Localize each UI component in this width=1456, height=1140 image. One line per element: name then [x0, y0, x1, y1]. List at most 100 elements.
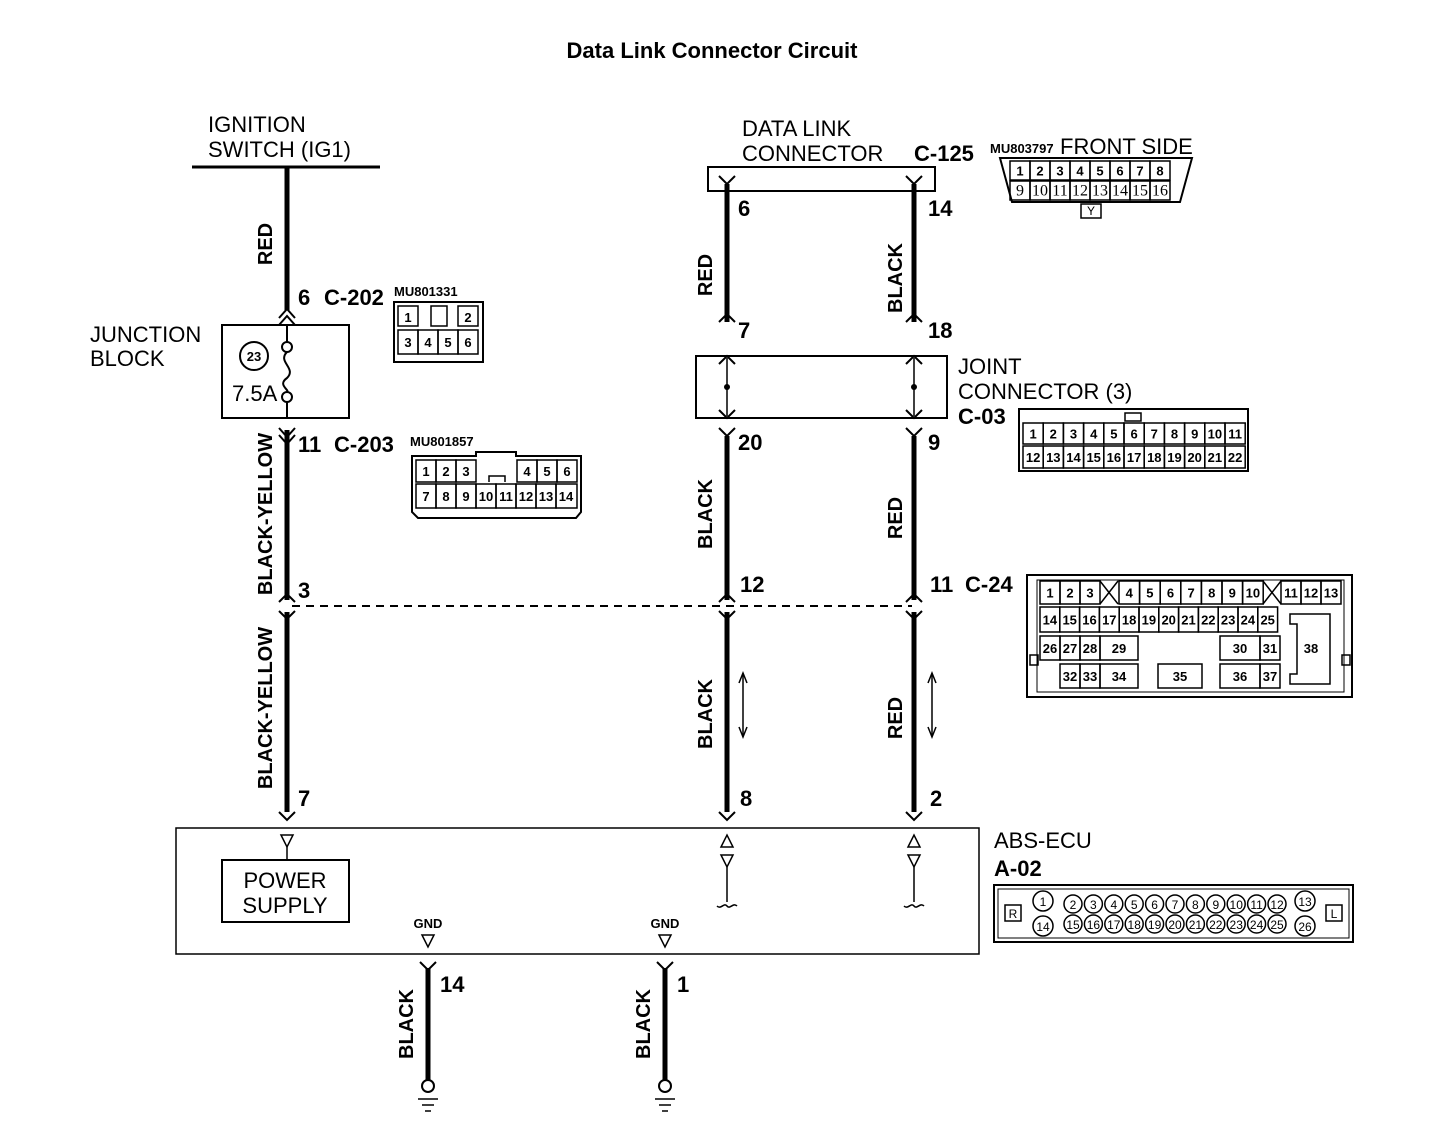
wire-label-right-bottom: RED [885, 697, 907, 739]
abs-pin-circle [1206, 894, 1226, 914]
wire-label-mid-middle: BLACK [695, 478, 717, 549]
mid-splice-pin: 12 [740, 572, 764, 597]
abs-left-tag: R [1009, 907, 1018, 921]
joint-cell: 1 [1029, 427, 1036, 442]
c203-cell: 6 [563, 464, 570, 479]
abs-pin: 20 [1168, 918, 1182, 932]
c24-id: C-24 [965, 572, 1013, 597]
c24-cell: 37 [1263, 669, 1277, 684]
c24-cell: 38 [1304, 641, 1318, 656]
c24-cell-box [1259, 663, 1281, 689]
c24-cell: 15 [1062, 613, 1076, 628]
c24-cell: 29 [1112, 641, 1126, 656]
abs-pin-circle [1083, 894, 1104, 914]
joint-cell: 3 [1070, 427, 1077, 442]
dlc-cell-box [1149, 180, 1171, 201]
power-supply-label-2: SUPPLY [242, 893, 328, 918]
c24-cell: 35 [1173, 669, 1187, 684]
abs-pin-circle [1144, 894, 1165, 914]
c24-blank-cell [1262, 580, 1282, 605]
ground-icon [418, 1079, 438, 1112]
c24-cell: 14 [1043, 613, 1058, 628]
c24-cell: 34 [1112, 669, 1127, 684]
fuse-icon [281, 325, 293, 418]
dlc-cell: 2 [1036, 164, 1043, 179]
dlc-cell: 16 [1152, 183, 1168, 200]
ignition-label-1: IGNITION [208, 112, 306, 137]
c203-cell: 12 [519, 489, 533, 504]
joint-cell-box [1224, 422, 1246, 445]
c203-cell: 10 [479, 489, 493, 504]
dlc-cell: 1 [1016, 164, 1023, 179]
c24-cell: 13 [1324, 586, 1338, 601]
c202-connector-symbol [278, 307, 296, 326]
joint-cell: 16 [1107, 450, 1121, 465]
c24-cell: 17 [1102, 613, 1116, 628]
c24-cell: 12 [1304, 586, 1318, 601]
c24-cell-box [1257, 606, 1279, 633]
abs-pin-circle [1226, 894, 1246, 914]
c24-cell: 30 [1233, 641, 1247, 656]
junction-label-1: JUNCTION [90, 322, 201, 347]
c24-cell: 21 [1181, 613, 1195, 628]
abs-pin: 17 [1107, 918, 1121, 932]
abs-pin: 10 [1230, 898, 1244, 912]
abs-pin: 12 [1270, 898, 1284, 912]
c203-cell: 13 [539, 489, 553, 504]
abs-pin: 18 [1128, 918, 1142, 932]
joint-cell: 18 [1147, 450, 1161, 465]
c24-cell: 3 [1086, 586, 1093, 601]
joint-label-1: JOINT [958, 354, 1022, 379]
c24-pin: 11 [930, 572, 953, 597]
junction-block-box [221, 324, 350, 419]
abs-pin: 15 [1066, 918, 1080, 932]
joint-in-right-pin: 18 [928, 318, 952, 343]
joint-cell: 5 [1110, 427, 1117, 442]
c24-cell: 5 [1146, 586, 1153, 601]
c24-cell: 32 [1063, 669, 1077, 684]
gnd-arrow-icon [420, 934, 436, 949]
abs-pin-circle [1104, 914, 1124, 934]
gnd-label: GND [414, 916, 443, 931]
c202-cell: 2 [464, 310, 471, 325]
abs-pin: 9 [1212, 898, 1219, 912]
abs-pin: 5 [1131, 898, 1138, 912]
joint-cell: 14 [1066, 450, 1081, 465]
abs-ecu-box [175, 827, 980, 955]
c24-cell: 7 [1187, 586, 1194, 601]
c24-cell-box [1320, 580, 1342, 605]
wire-label-mid-bottom: BLACK [695, 678, 717, 749]
joint-cell: 13 [1046, 450, 1060, 465]
abs-pin-circle [1226, 914, 1246, 934]
fuse-rating: 7.5A [232, 381, 278, 406]
diagram-title: Data Link Connector Circuit [567, 38, 859, 63]
abs-pin: 22 [1209, 918, 1223, 932]
joint-cell: 19 [1167, 450, 1181, 465]
abs-pin: 14 [1036, 920, 1050, 934]
joint-cell: 2 [1050, 427, 1057, 442]
c24-cell: 4 [1126, 586, 1134, 601]
c203-cell: 1 [422, 464, 429, 479]
c24-cell: 1 [1046, 586, 1053, 601]
abs-pin-circle [1294, 890, 1316, 912]
wire-label-ign: RED [255, 223, 277, 265]
joint-id: C-03 [958, 404, 1006, 429]
dlc-cell: 12 [1072, 183, 1088, 200]
c24-cell: 19 [1142, 613, 1156, 628]
c203-cell: 14 [559, 489, 574, 504]
joint-cell: 4 [1090, 427, 1098, 442]
c202-part: MU801331 [394, 284, 458, 299]
abs-pin-circle [1165, 894, 1185, 914]
c202-cell: 5 [444, 335, 451, 350]
gnd2-pin: 1 [677, 972, 689, 997]
c203-cell: 5 [543, 464, 550, 479]
abs-pin: 11 [1250, 898, 1263, 912]
dlc-key: Y [1087, 204, 1095, 218]
dlc-cell: 8 [1156, 164, 1163, 179]
c203-part: MU801857 [410, 434, 474, 449]
joint-cell: 20 [1187, 450, 1201, 465]
